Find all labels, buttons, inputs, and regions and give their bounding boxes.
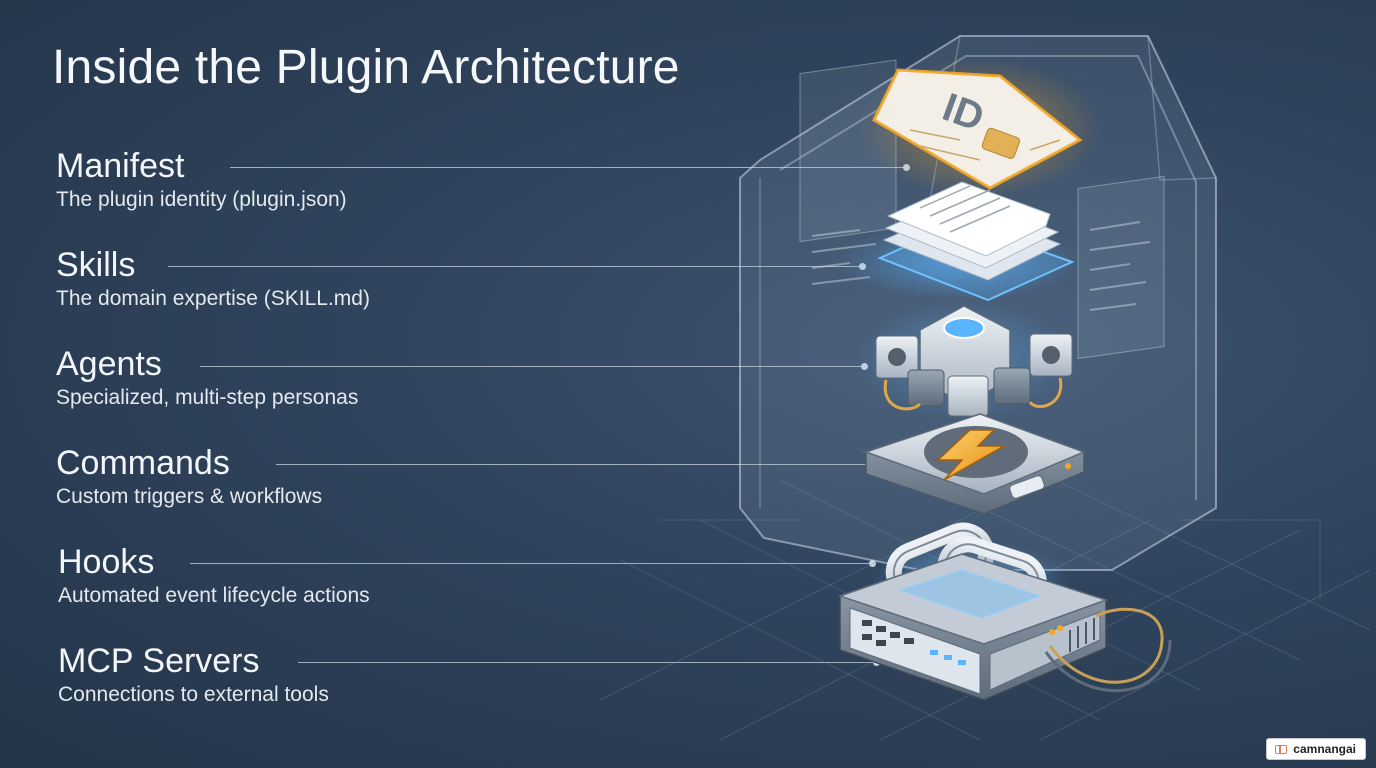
layer-name: MCP Servers <box>58 642 260 680</box>
watermark-badge: camnangai <box>1266 738 1366 760</box>
layer-name: Skills <box>56 246 136 284</box>
layer-name: Agents <box>56 345 162 383</box>
page-title: Inside the Plugin Architecture <box>52 41 680 94</box>
book-icon <box>1275 744 1288 754</box>
layer-manifest: Manifest The plugin identity (plugin.jso… <box>56 146 476 213</box>
layer-description: Specialized, multi-step personas <box>56 386 359 409</box>
agents-cluster-icon <box>854 300 1074 420</box>
layer-name: Hooks <box>58 543 155 581</box>
id-card-icon: ID <box>860 58 1100 198</box>
layer-description: Connections to external tools <box>58 683 329 706</box>
layer-commands: Commands Custom triggers & workflows <box>56 443 476 510</box>
layer-description: Automated event lifecycle actions <box>58 584 370 607</box>
lightning-bolt-icon <box>936 429 1007 481</box>
connector-line-mcp-servers <box>298 662 876 663</box>
watermark-text: camnangai <box>1293 742 1356 756</box>
layer-name: Manifest <box>56 147 185 185</box>
layer-description: The domain expertise (SKILL.md) <box>56 287 370 310</box>
connector-line-commands <box>276 464 876 465</box>
commands-bolt-icon <box>863 413 1087 515</box>
connector-line-manifest <box>230 167 906 168</box>
connector-line-hooks <box>190 563 872 564</box>
document-stack-icon <box>840 181 1080 302</box>
layer-skills: Skills The domain expertise (SKILL.md) <box>56 245 476 312</box>
plugin-stack-illustration: ID <box>599 35 1371 740</box>
layer-name: Commands <box>56 444 230 482</box>
connector-line-skills <box>168 266 862 267</box>
layer-hooks: Hooks Automated event lifecycle actions <box>58 542 478 609</box>
connector-dot-hooks <box>869 560 876 567</box>
server-rack-icon <box>837 553 1172 701</box>
layer-agents: Agents Specialized, multi-step personas <box>56 344 476 411</box>
layer-description: The plugin identity (plugin.json) <box>56 188 347 211</box>
layer-mcp-servers: MCP Servers Connections to external tool… <box>58 641 478 708</box>
layer-description: Custom triggers & workflows <box>56 485 323 508</box>
connector-line-agents <box>200 366 864 367</box>
